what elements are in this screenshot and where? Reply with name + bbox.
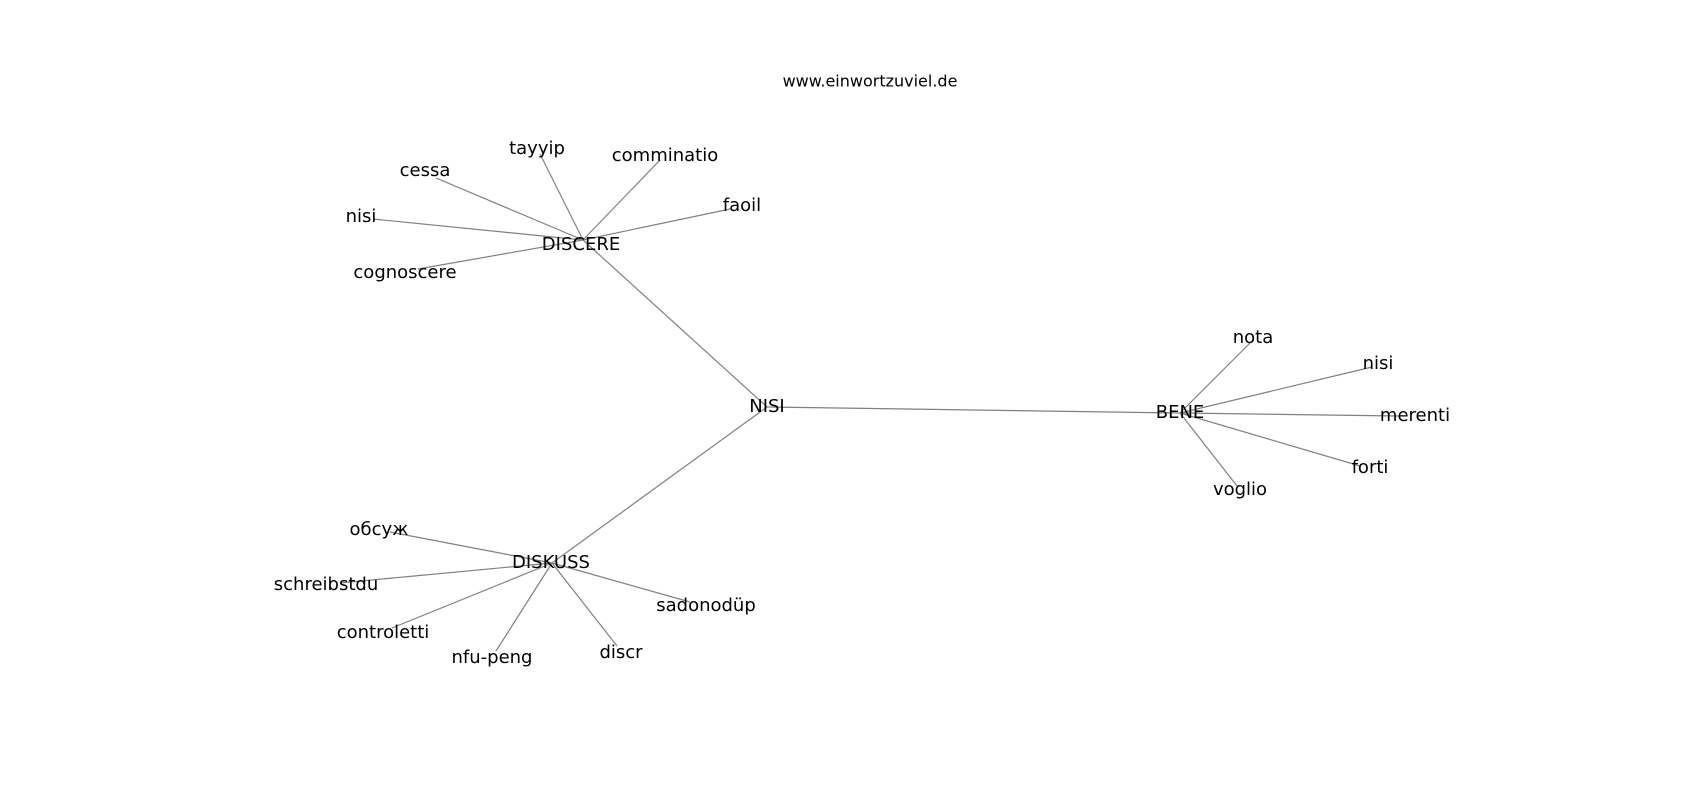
edge-bene-voglio bbox=[1179, 412, 1238, 487]
edge-discere-cessa bbox=[435, 177, 584, 241]
source-title: www.einwortzuviel.de bbox=[783, 72, 958, 91]
node-label-nfu_peng: nfu-peng bbox=[452, 647, 533, 668]
edge-discere-cognoscere bbox=[417, 239, 584, 270]
node-label-nota: nota bbox=[1233, 327, 1274, 348]
edge-diskuss-sadonodup bbox=[551, 562, 691, 603]
node-label-obsuzh: обсуж bbox=[350, 519, 409, 540]
node-label-voglio: voglio bbox=[1213, 479, 1267, 500]
node-label-nisi_d: nisi bbox=[346, 206, 377, 227]
node-label-nisi_b: nisi bbox=[1363, 353, 1394, 374]
edge-bene-forti bbox=[1179, 412, 1361, 467]
edge-diskuss-discr bbox=[551, 562, 618, 647]
nodes-layer: NISI DISCERE DISKUSS BENE cessa tayyip commina… bbox=[274, 138, 1450, 668]
node-label-tayyip: tayyip bbox=[509, 138, 565, 159]
node-label-faoil: faoil bbox=[723, 195, 761, 216]
edge-discere-tayyip bbox=[539, 153, 584, 241]
edge-diskuss-obsuzh bbox=[389, 531, 553, 564]
node-label-nisi_center: NISI bbox=[749, 396, 785, 417]
node-label-comminatio: comminatio bbox=[612, 145, 719, 166]
node-label-cessa: cessa bbox=[400, 160, 451, 181]
edge-bene-nisi_b bbox=[1179, 366, 1373, 414]
node-label-discr: discr bbox=[599, 642, 643, 663]
edge-discere-nisi_d bbox=[372, 218, 584, 241]
edge-diskuss-controletti bbox=[391, 562, 553, 629]
node-label-bene: BENE bbox=[1156, 402, 1205, 423]
edges-layer bbox=[339, 153, 1401, 652]
edge-nisi_center-discere bbox=[582, 239, 768, 408]
edge-nisi_center-bene bbox=[766, 406, 1181, 414]
edge-diskuss-nfu_peng bbox=[495, 562, 553, 652]
edge-discere-faoil bbox=[582, 208, 731, 241]
node-label-sadonodup: sadonodüp bbox=[656, 595, 756, 616]
edge-nisi_center-diskuss bbox=[551, 406, 768, 564]
node-label-schreibstdu: schreibstdu bbox=[274, 574, 378, 595]
node-label-cognoscere: cognoscere bbox=[353, 262, 456, 283]
edge-diskuss-schreibstdu bbox=[339, 562, 553, 584]
edge-bene-merenti bbox=[1179, 412, 1401, 417]
node-label-controletti: controletti bbox=[337, 622, 430, 643]
node-label-merenti: merenti bbox=[1380, 405, 1450, 426]
node-label-forti: forti bbox=[1352, 457, 1389, 478]
node-label-diskuss: DISKUSS bbox=[512, 552, 590, 573]
node-label-discere: DISCERE bbox=[542, 234, 620, 255]
edge-bene-nota bbox=[1179, 342, 1251, 414]
edge-discere-comminatio bbox=[582, 159, 661, 241]
